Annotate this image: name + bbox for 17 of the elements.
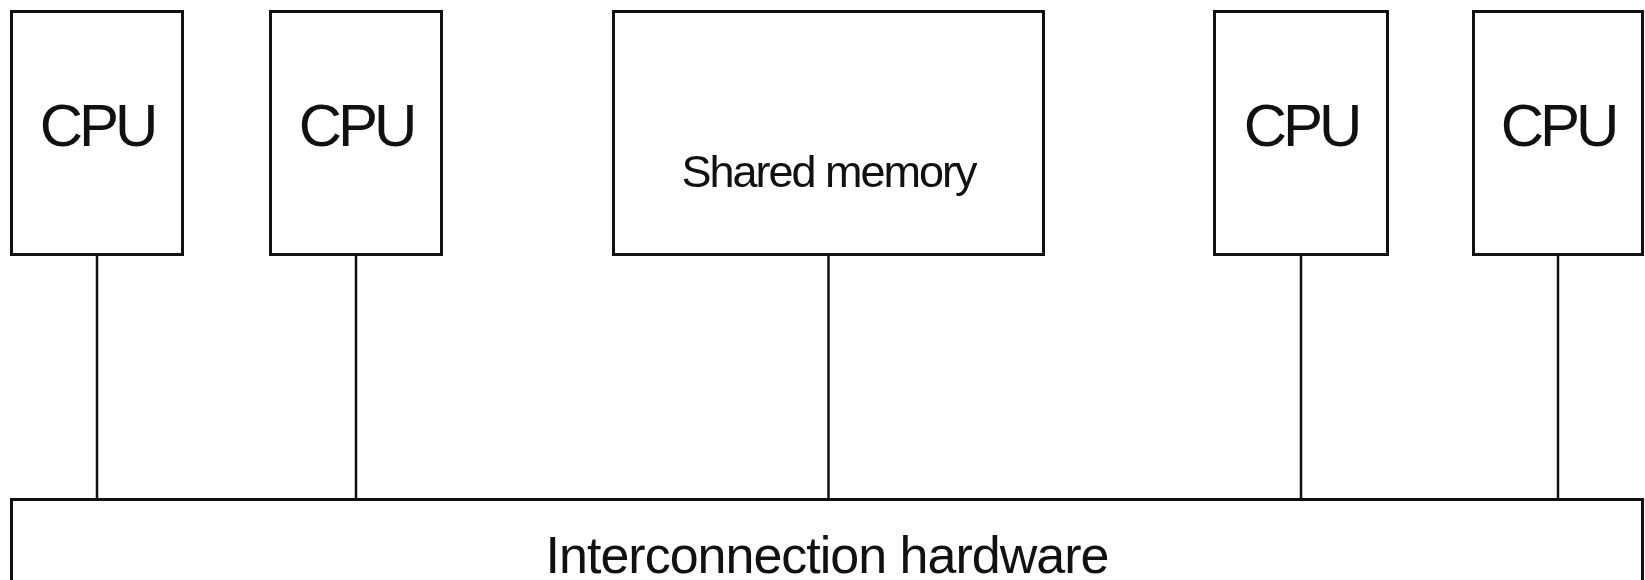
- box-label: Interconnection hardware: [545, 527, 1109, 580]
- component-box: [269, 10, 443, 256]
- box-label: CPU: [298, 93, 414, 161]
- connector-line: [827, 256, 830, 498]
- bus-box: [10, 498, 1644, 580]
- connector-line: [354, 256, 358, 498]
- connector-line: [1299, 256, 1303, 498]
- box-label: CPU: [1500, 93, 1616, 161]
- component-box: [1472, 10, 1644, 256]
- component-box: [1213, 10, 1389, 256]
- component-box: [10, 10, 184, 256]
- connector-line: [95, 256, 99, 498]
- box-label: Shared memory: [681, 147, 976, 199]
- box-label: CPU: [1243, 93, 1359, 161]
- component-box: [612, 10, 1045, 256]
- connector-line: [1556, 256, 1560, 498]
- box-label: CPU: [39, 93, 155, 161]
